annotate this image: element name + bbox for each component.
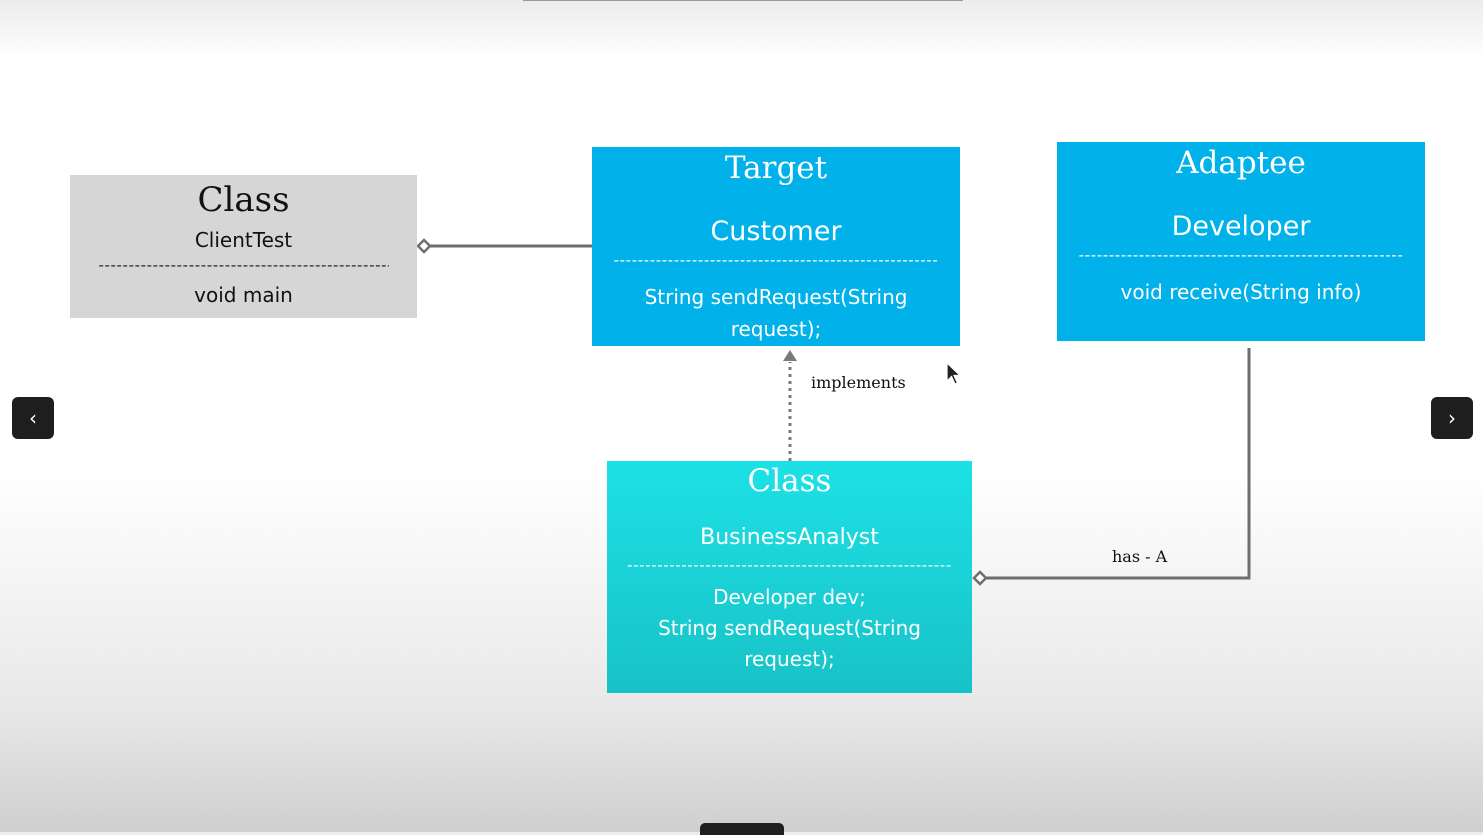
top-progress-line [523,0,963,1]
box-separator: ----------------------------------------… [627,556,952,574]
chevron-left-icon: ‹ [29,406,37,430]
box-kind: Class [747,463,832,499]
target-box-customer: Target Customer ------------------------… [592,147,960,346]
box-name: Customer [710,216,842,247]
chevron-right-icon: › [1448,406,1456,430]
box-kind: Target [724,150,828,186]
bottom-handle[interactable] [700,823,784,835]
class-box-client-test: Class ClientTest -----------------------… [70,175,417,318]
has-a-label: has - A [1112,547,1168,566]
box-body: void main [194,283,293,307]
box-separator: ----------------------------------------… [98,256,389,274]
box-name: Developer [1171,211,1311,242]
box-kind: Class [197,180,290,220]
connector-implements [783,350,797,461]
box-name: BusinessAnalyst [700,525,879,550]
box-body: Developer dev; String sendRequest(String… [607,582,972,675]
box-body: String sendRequest(String request); [644,285,908,341]
box-separator: ----------------------------------------… [1078,246,1404,264]
implements-label: implements [811,373,906,392]
box-body-line: String sendRequest(String request); [658,616,921,671]
mouse-cursor-icon [946,362,962,385]
box-name: ClientTest [194,228,293,252]
connector-client-target [416,238,592,254]
adaptee-box-developer: Adaptee Developer ----------------------… [1057,142,1425,341]
box-body: void receive(String info) [1120,280,1362,304]
box-separator: ----------------------------------------… [613,251,939,269]
box-kind: Adaptee [1176,145,1306,181]
connector-has-a [972,348,1251,586]
class-box-business-analyst: Class BusinessAnalyst ------------------… [607,461,972,693]
previous-slide-button[interactable]: ‹ [12,397,54,439]
box-body-line: Developer dev; [713,585,866,609]
next-slide-button[interactable]: › [1431,397,1473,439]
